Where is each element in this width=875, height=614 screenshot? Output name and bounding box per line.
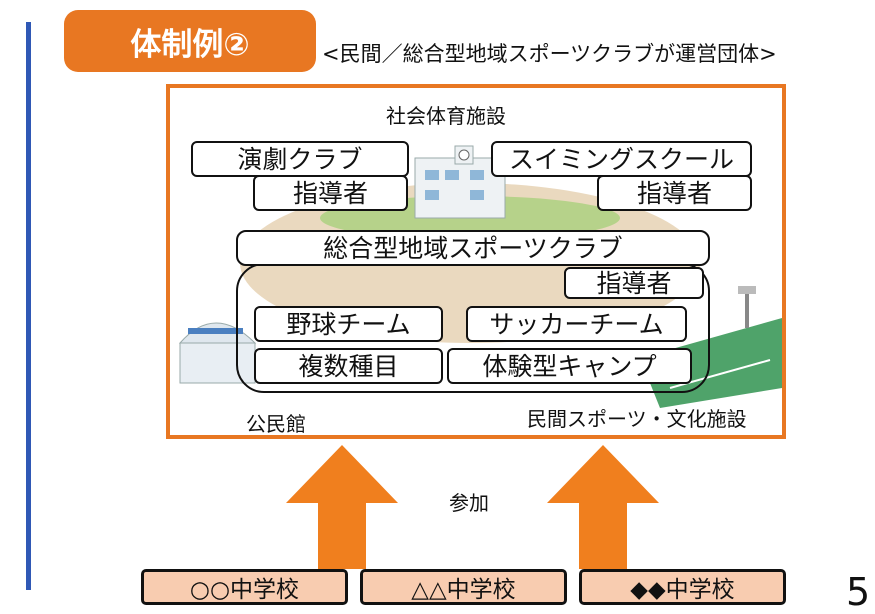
title-badge: 体制例② <box>64 10 316 72</box>
left-accent-rule <box>26 22 31 590</box>
arrow-up-left <box>286 445 398 569</box>
instructor-box-right: 指導者 <box>597 175 752 211</box>
soccer-team-box: サッカーチーム <box>466 306 687 342</box>
experience-camp-box: 体験型キャンプ <box>447 348 692 384</box>
club-instructor-box: 指導者 <box>564 267 704 299</box>
baseball-team-box: 野球チーム <box>254 306 443 342</box>
multi-sport-box: 複数種目 <box>254 348 443 384</box>
school-building-illustration <box>414 145 506 219</box>
school-box-2: △△中学校 <box>360 569 567 605</box>
page-number: 5 <box>846 570 871 614</box>
instructor-box-left: 指導者 <box>253 175 408 211</box>
school-box-1: ○○中学校 <box>141 569 348 605</box>
club-title-box: 総合型地域スポーツクラブ <box>236 230 710 266</box>
arrow-up-right <box>547 445 659 569</box>
facility-title: 社会体育施設 <box>386 104 506 128</box>
subtitle: <民間／総合型地域スポーツクラブが運営団体> <box>322 42 777 66</box>
participation-label: 参加 <box>449 491 489 515</box>
school-box-3: ◆◆中学校 <box>579 569 786 605</box>
community-center-label: 公民館 <box>246 412 306 436</box>
drama-club-box: 演劇クラブ <box>191 141 409 177</box>
private-facility-label: 民間スポーツ・文化施設 <box>527 407 747 431</box>
swimming-school-box: スイミングスクール <box>491 141 752 177</box>
